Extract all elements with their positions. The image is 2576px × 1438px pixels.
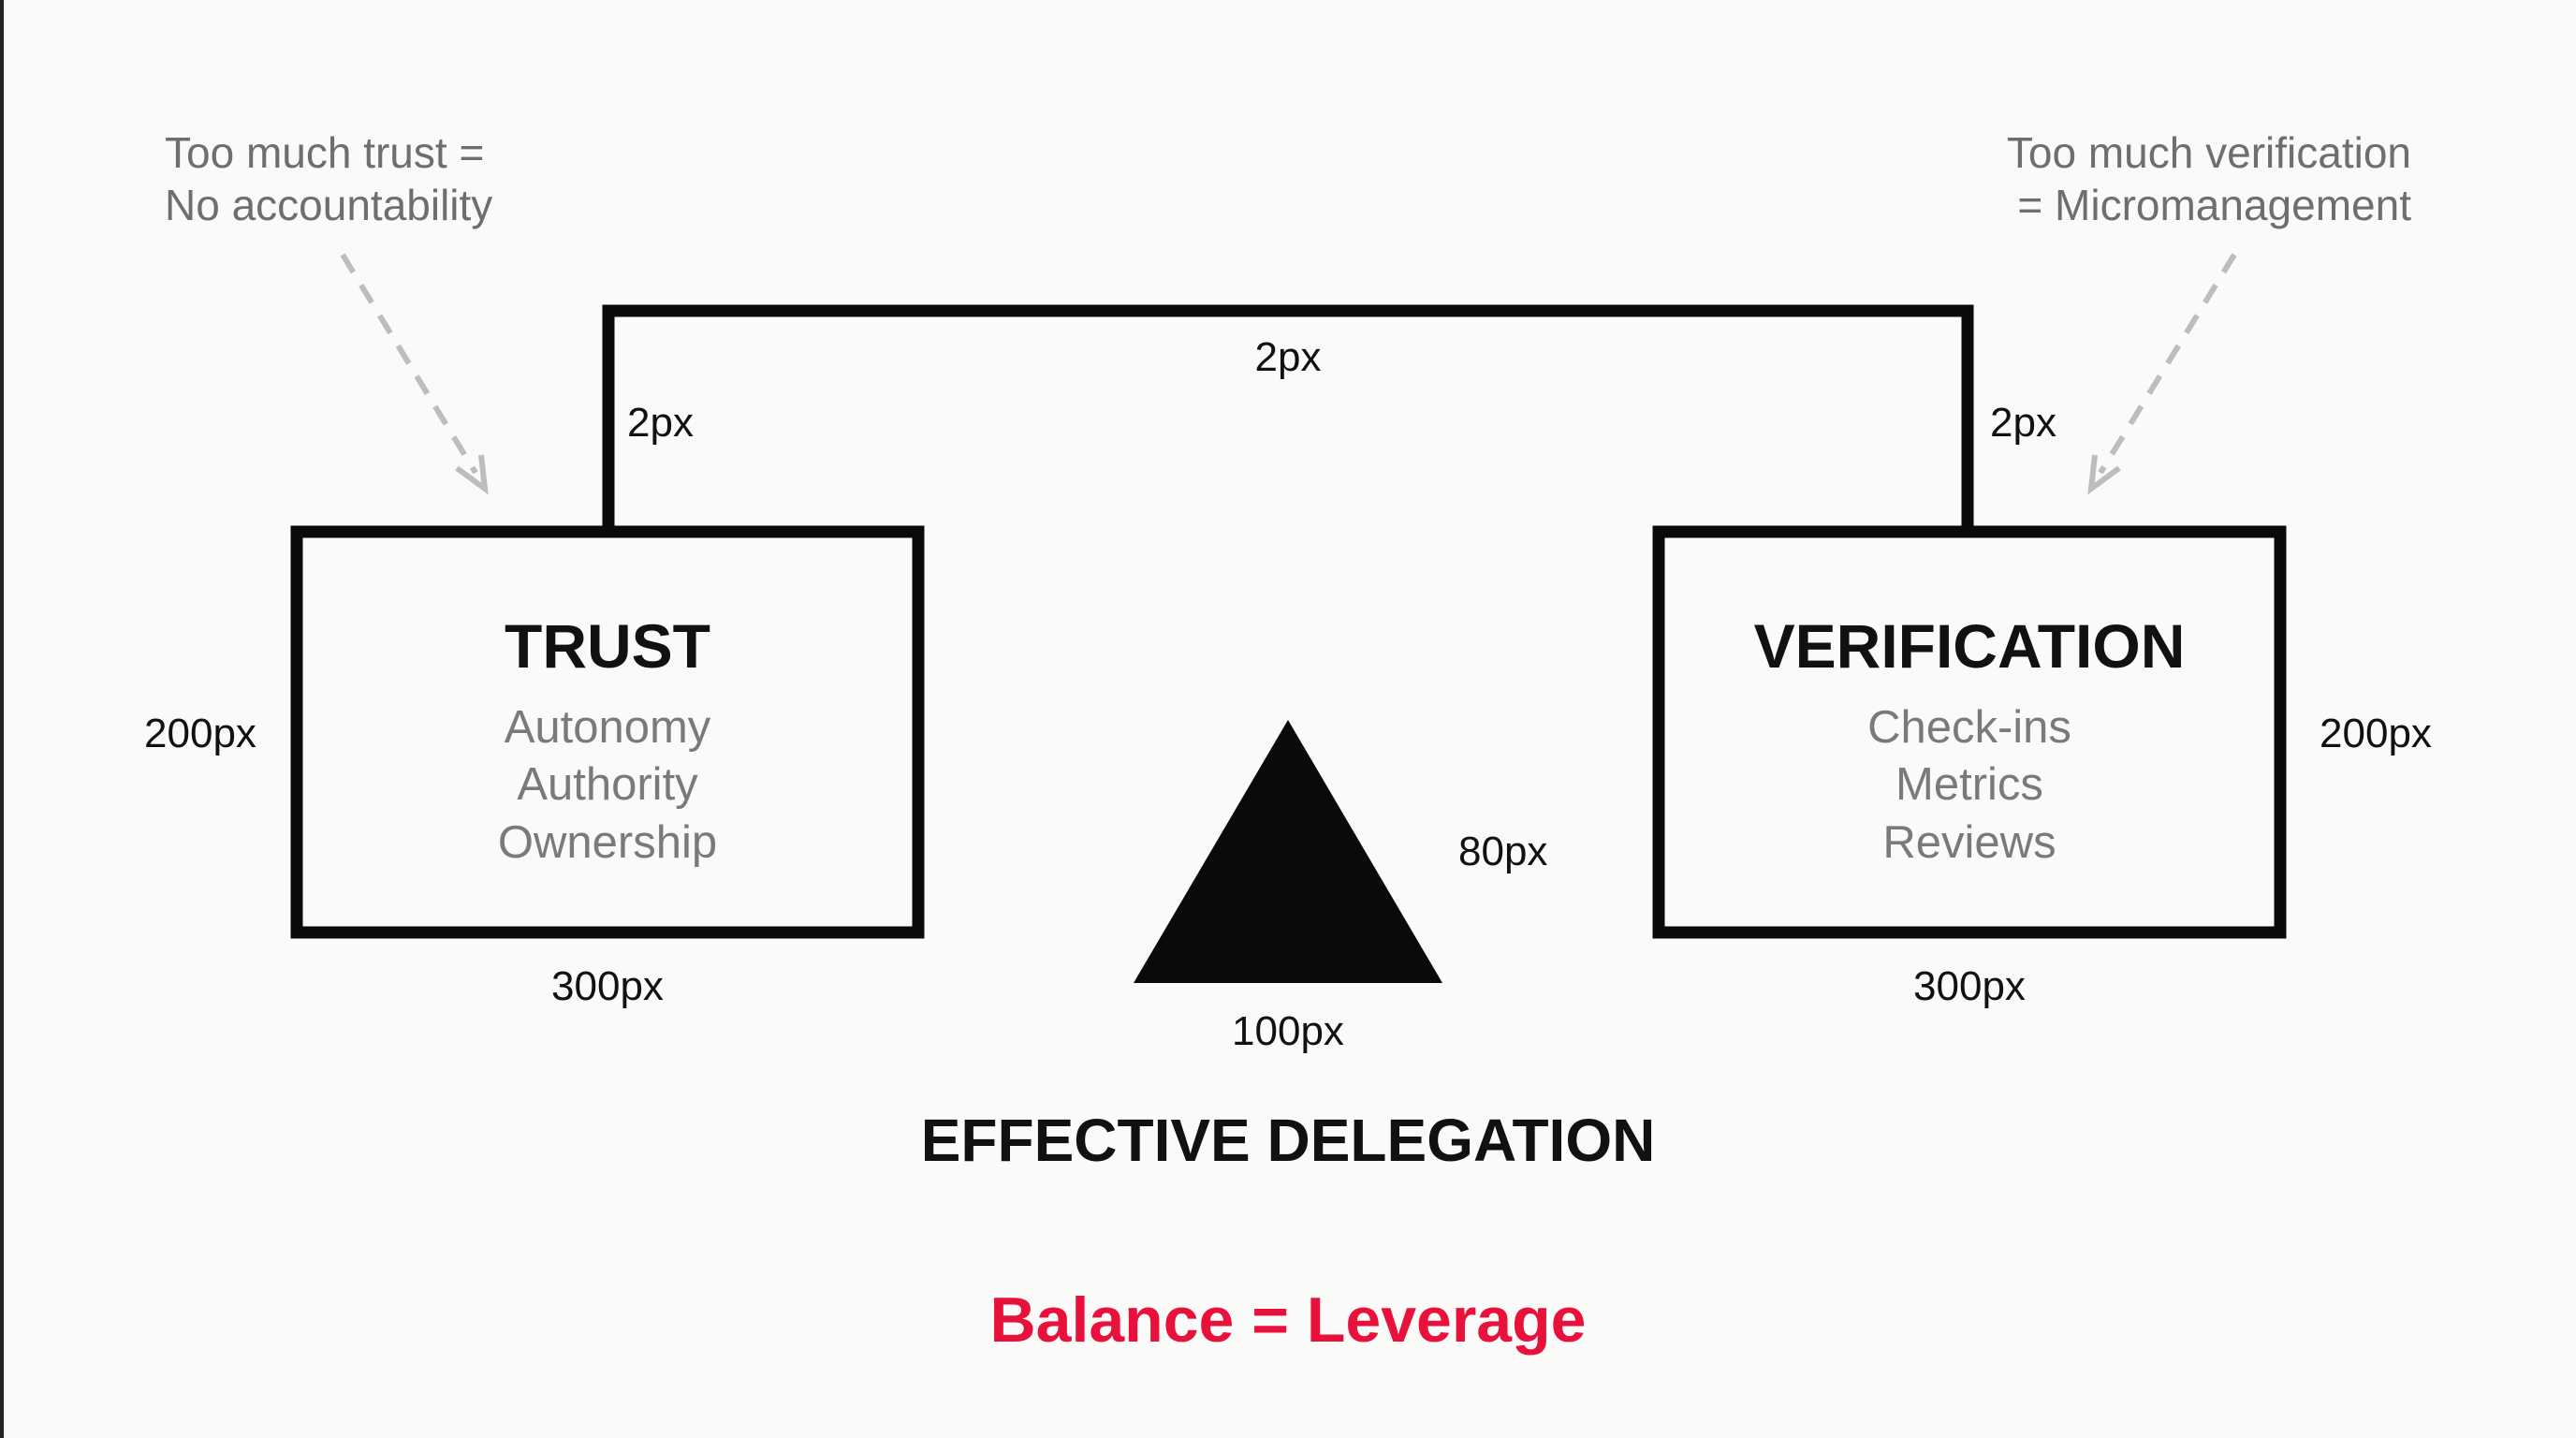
left-note-line-1: Too much trust = xyxy=(165,128,484,177)
verification-title: VERIFICATION xyxy=(1754,611,2186,681)
verification-box: VERIFICATION Check-ins Metrics Reviews xyxy=(1652,525,2287,939)
right-note-line-2: = Micromanagement xyxy=(2017,181,2411,229)
verification-item: Check-ins xyxy=(1867,702,2071,753)
balance-beam xyxy=(602,304,1974,526)
verification-item: Metrics xyxy=(1895,759,2043,810)
trust-item: Authority xyxy=(517,759,698,810)
left-dashed-arrow-icon xyxy=(340,253,489,495)
trust-height-label: 200px xyxy=(144,711,256,756)
trust-box: TRUST Autonomy Authority Ownership xyxy=(290,525,925,939)
right-dashed-arrow-icon xyxy=(2087,253,2237,495)
diagram-title: EFFECTIVE DELEGATION xyxy=(921,1107,1656,1174)
beam-right-label: 2px xyxy=(1990,400,2056,446)
trust-width-label: 300px xyxy=(551,963,664,1009)
tagline: Balance = Leverage xyxy=(990,1284,1587,1356)
right-note-line-1: Too much verification xyxy=(2007,128,2411,177)
beam-top-label: 2px xyxy=(1255,334,1322,380)
fulcrum-height-label: 80px xyxy=(1458,829,1547,874)
left-note-line-2: No accountability xyxy=(165,181,492,229)
trust-item: Ownership xyxy=(498,817,717,868)
trust-title: TRUST xyxy=(505,611,710,681)
verification-height-label: 200px xyxy=(2320,711,2432,756)
verification-item: Reviews xyxy=(1882,817,2056,868)
trust-item: Autonomy xyxy=(505,702,711,753)
beam-left-label: 2px xyxy=(627,400,694,446)
fulcrum-triangle-icon xyxy=(1134,720,1442,983)
fulcrum-width-label: 100px xyxy=(1232,1008,1344,1054)
left-edge-border xyxy=(0,0,4,1438)
verification-width-label: 300px xyxy=(1913,963,2026,1009)
